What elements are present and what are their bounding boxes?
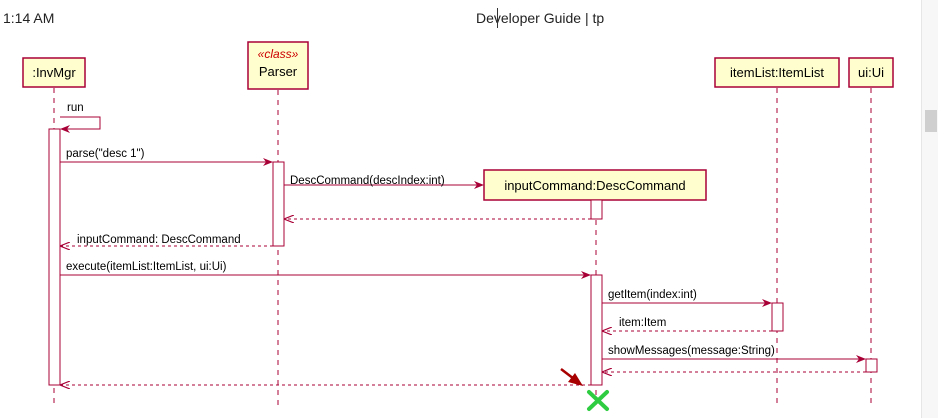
participant-ui-label: ui:Ui [858, 65, 884, 80]
message-get-item-label: getItem(index:int) [608, 289, 697, 301]
vertical-scrollbar[interactable] [921, 0, 938, 418]
participant-parser-stereotype: «class» [258, 47, 299, 61]
participant-desc-command: inputCommand:DescCommand [483, 169, 707, 201]
activation-item-list [771, 302, 784, 332]
message-return-cmd-label: inputCommand: DescCommand [77, 234, 241, 246]
message-create-desc-command: DescCommand(descIndex:int) [284, 175, 484, 189]
title-separator: | [584, 10, 589, 26]
message-get-item: getItem(index:int) [602, 289, 772, 307]
message-run-label: run [67, 102, 84, 114]
participant-item-list-label: itemList:ItemList [730, 65, 824, 80]
participant-ui: ui:Ui [848, 57, 894, 88]
message-execute-label: execute(itemList:ItemList, ui:Ui) [66, 261, 227, 273]
activation-invmgr [48, 128, 61, 386]
time-display: 1:14 AM [3, 10, 55, 26]
activation-desc-command-init [590, 199, 603, 220]
destroy-arrow-icon [560, 368, 583, 386]
participant-parser: «class» Parser [247, 41, 309, 90]
message-execute: execute(itemList:ItemList, ui:Ui) [60, 261, 591, 279]
participant-invmgr-label: :InvMgr [32, 65, 76, 80]
doc-title-text: Developer Guide [476, 10, 582, 26]
activation-desc-command-execute [590, 274, 603, 386]
doc-subtitle: tp [592, 10, 605, 26]
message-return-item: item:Item [603, 317, 772, 331]
participant-parser-label: Parser [259, 64, 298, 79]
message-show-messages: showMessages(message:String) [602, 345, 866, 363]
message-show-messages-label: showMessages(message:String) [608, 345, 775, 357]
message-parse: parse("desc 1") [60, 148, 273, 166]
participant-invmgr: :InvMgr [22, 57, 86, 88]
text-cursor [497, 8, 498, 28]
message-return-item-label: item:Item [619, 317, 666, 329]
message-run: run [60, 102, 101, 133]
message-create-label: DescCommand(descIndex:int) [290, 175, 445, 187]
top-bar: 1:14 AM Developer Guide | tp [0, 0, 938, 38]
message-return-input-command: inputCommand: DescCommand [61, 234, 273, 246]
message-parse-label: parse("desc 1") [66, 148, 145, 160]
scrollbar-thumb[interactable] [925, 110, 937, 132]
participant-item-list: itemList:ItemList [714, 57, 840, 88]
activation-parser [272, 161, 285, 247]
document-title: Developer Guide | tp [476, 10, 604, 26]
activation-ui [865, 358, 878, 373]
participant-desc-command-label: inputCommand:DescCommand [504, 178, 685, 193]
destroy-marker-icon [587, 390, 609, 411]
